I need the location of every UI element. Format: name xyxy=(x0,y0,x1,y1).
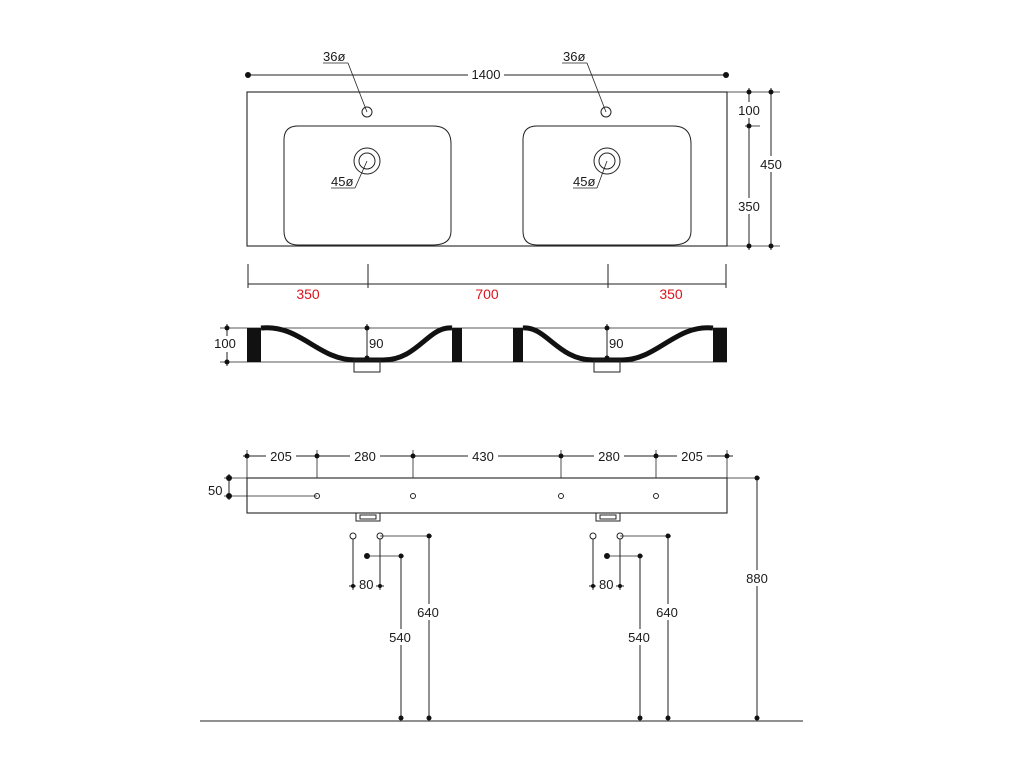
right-section-depth: 90 xyxy=(609,336,623,351)
right-waste-540: 540 xyxy=(628,630,650,645)
dim-dot xyxy=(723,72,729,78)
section-view: 100 90 90 xyxy=(212,324,727,373)
bowl-depth-label: 350 xyxy=(738,199,760,214)
left-drain xyxy=(353,147,381,175)
red-center-label: 700 xyxy=(475,286,499,302)
left-tap-hole xyxy=(361,106,373,118)
front-slab xyxy=(246,477,728,514)
left-waste-540: 540 xyxy=(389,630,411,645)
spacing-label-3: 430 xyxy=(472,449,494,464)
left-tap-label: 36ø xyxy=(323,49,345,64)
front-drain-left xyxy=(355,512,381,522)
right-bowl-section xyxy=(522,325,714,363)
right-waste-spacing: 80 xyxy=(599,577,613,592)
end-wall-left xyxy=(247,328,261,362)
dim-dot xyxy=(245,72,251,78)
mount-height-label: 880 xyxy=(746,571,768,586)
left-waste-640: 640 xyxy=(417,605,439,620)
basin-outline xyxy=(246,91,728,247)
left-drain-label: 45ø xyxy=(331,174,353,189)
center-wall-right xyxy=(513,328,523,362)
tap-offset-label: 100 xyxy=(738,103,760,118)
red-right-label: 350 xyxy=(659,286,683,302)
right-drain-label: 45ø xyxy=(573,174,595,189)
center-wall-left xyxy=(452,328,462,362)
left-waste-spacing: 80 xyxy=(359,577,373,592)
spacing-label-4: 280 xyxy=(598,449,620,464)
red-left-label: 350 xyxy=(296,286,320,302)
right-bowl xyxy=(522,125,692,246)
right-tap-label: 36ø xyxy=(563,49,585,64)
front-view: 205 280 430 280 205 50 880 xyxy=(200,448,803,722)
left-bowl xyxy=(283,125,452,246)
right-drain xyxy=(593,147,621,175)
right-waste-640: 640 xyxy=(656,605,678,620)
spacing-label-5: 205 xyxy=(681,449,703,464)
width-label: 1400 xyxy=(472,67,501,82)
right-tap-hole xyxy=(600,106,612,118)
front-drain-right xyxy=(595,512,621,522)
spacing-label-2: 280 xyxy=(354,449,376,464)
end-wall-right xyxy=(713,328,727,362)
top-view: 1400 36ø 36ø 45ø 45ø xyxy=(245,49,783,302)
left-bowl-section xyxy=(260,325,453,363)
spacing-label-1: 205 xyxy=(270,449,292,464)
depth-label: 450 xyxy=(760,157,782,172)
left-section-depth: 90 xyxy=(369,336,383,351)
section-height-label: 100 xyxy=(214,336,236,351)
thickness-label: 50 xyxy=(208,483,222,498)
